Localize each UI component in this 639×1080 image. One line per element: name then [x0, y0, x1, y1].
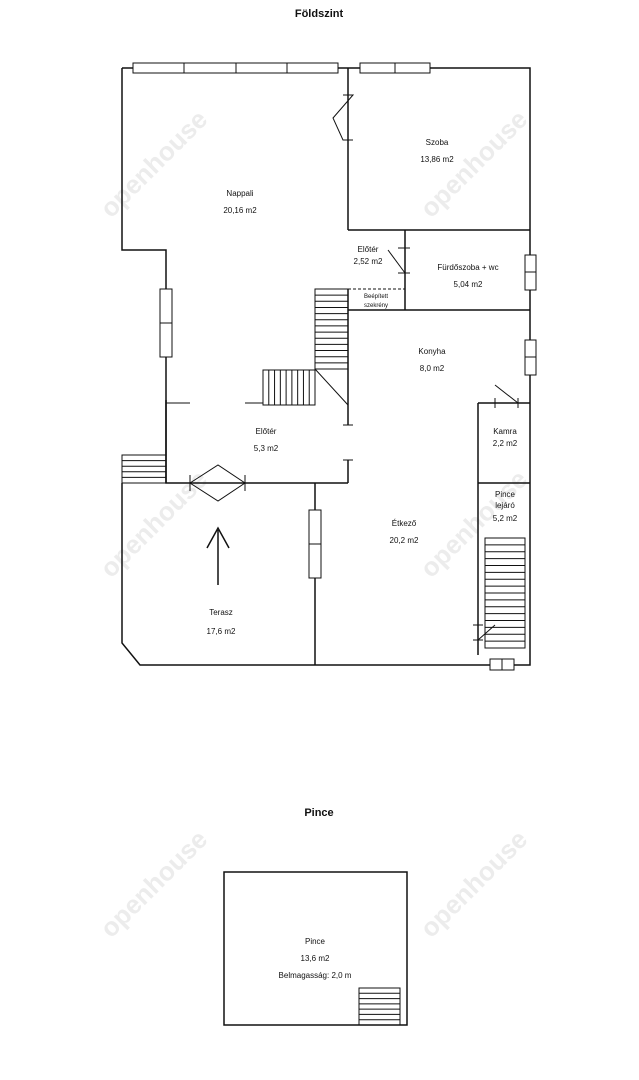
svg-text:openhouse: openhouse [414, 824, 533, 943]
entrance-arrowhead-icon [206, 526, 230, 549]
cellar-room-name: Pince [305, 937, 326, 946]
room-name: Terasz [209, 608, 233, 617]
svg-text:openhouse: openhouse [94, 104, 213, 223]
ground-floor-title: Földszint [295, 8, 344, 20]
walls [121, 67, 531, 666]
room-labels: Nappali 20,16 m2 Szoba 13,86 m2 Előtér 2… [207, 138, 518, 636]
terrace-steps [121, 454, 167, 484]
main-stair-upper [314, 288, 349, 370]
room-name: Étkező [392, 519, 417, 528]
room-name: Előtér [256, 427, 277, 436]
windows [132, 62, 537, 671]
cellar-walls [223, 871, 408, 1026]
room-area: 2,52 m2 [354, 257, 383, 266]
room-area: 20,2 m2 [390, 536, 419, 545]
room-name: Szoba [426, 138, 449, 147]
room-area: 13,86 m2 [420, 155, 454, 164]
doors [189, 94, 519, 641]
room-name: Kamra [493, 427, 517, 436]
room-area: 17,6 m2 [207, 627, 236, 636]
room-name: Fürdőszoba + wc [437, 263, 498, 272]
stair-landing-line [314, 368, 349, 406]
cellar-title: Pince [304, 807, 333, 819]
room-area: 8,0 m2 [420, 364, 445, 373]
room-name: Beépített [364, 294, 388, 300]
svg-text:openhouse: openhouse [94, 464, 213, 583]
room-name: Nappali [226, 189, 253, 198]
room-area: 5,3 m2 [254, 444, 279, 453]
cellar-room-area: 13,6 m2 [301, 954, 330, 963]
room-area: 5,04 m2 [454, 280, 483, 289]
room-area: 20,16 m2 [223, 206, 257, 215]
svg-text:openhouse: openhouse [94, 824, 213, 943]
main-stair-lower [262, 369, 316, 406]
room-area: 5,2 m2 [493, 514, 518, 523]
stairs [121, 288, 526, 1026]
cellar-ceiling-height: Belmagasság: 2,0 m [279, 971, 352, 980]
room-area: 2,2 m2 [493, 439, 518, 448]
room-area: szekrény [364, 303, 388, 309]
room-name: Konyha [418, 347, 446, 356]
room-name: Előtér [358, 245, 379, 254]
